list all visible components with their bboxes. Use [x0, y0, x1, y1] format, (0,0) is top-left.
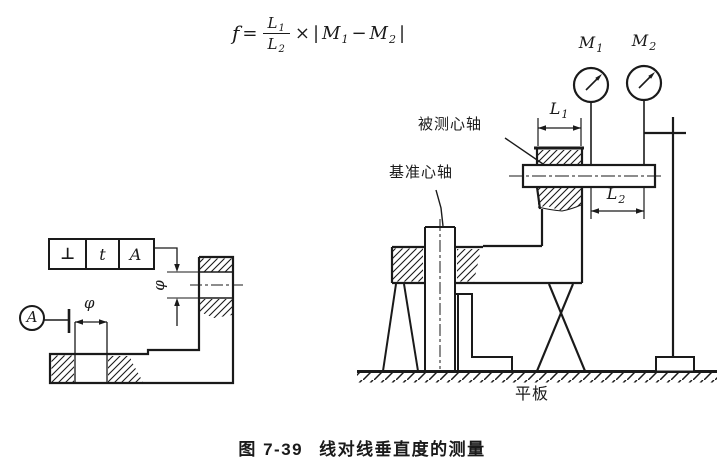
dial-indicator-1 [572, 66, 610, 165]
datum-reference: A [129, 244, 142, 264]
formula-abs-close: | [398, 22, 406, 44]
formula-m2: M [369, 22, 388, 44]
datum-indicator [19, 305, 71, 333]
part-body [390, 187, 584, 285]
label-leaders [435, 137, 544, 227]
formula-denominator-sub: 2 [278, 43, 285, 55]
dimension-l2-label: L2 [606, 184, 626, 206]
upper-hub [534, 146, 584, 212]
surface-plate-label: 平板 [515, 386, 550, 403]
datum-mandrel-label: 基准心轴 [389, 164, 454, 181]
upper-hole-edges [167, 271, 243, 299]
figure-caption: 图 7-39 线对线垂直度的测量 [0, 435, 724, 460]
figure-number: 图 7-39 [238, 440, 304, 459]
tolerance-value: t [87, 240, 120, 268]
formula-abs-open: | [312, 22, 320, 44]
dial-indicator-2 [625, 64, 663, 165]
formula-minus: − [351, 22, 367, 44]
figure-title: 线对线垂直度的测量 [319, 440, 486, 459]
phi-symbol-vertical-hole: φ [84, 294, 95, 312]
indicator-stand [644, 117, 695, 373]
indicator-m2-label: M2 [631, 31, 657, 53]
left-part-outline [48, 255, 235, 385]
formula: f = L1 L2 × | M 1 − M 2 | [232, 13, 406, 55]
formula-denominator: L [267, 34, 278, 53]
step-block [455, 293, 513, 371]
formula-fraction: L1 L2 [262, 13, 290, 55]
surface-plate [357, 370, 717, 383]
left-part-hatching [51, 258, 232, 382]
formula-numerator: L [267, 13, 278, 32]
v-block-support [382, 283, 419, 372]
indicator-m1-label: M1 [578, 33, 604, 55]
phi-symbol-horizontal-hole: φ [149, 280, 168, 291]
datum-circle-letter: A [26, 308, 38, 326]
perpendicularity-symbol: ⊥ [50, 240, 87, 268]
jack-support [535, 283, 587, 372]
formula-m1: M [322, 22, 341, 44]
dimension-l1 [537, 118, 582, 146]
tolerance-frame-leader [155, 247, 180, 326]
lower-hole-dimension [75, 319, 107, 325]
formula-times: × [294, 22, 310, 44]
lower-hole-edges [74, 322, 108, 383]
feature-control-frame: ⊥ t A [48, 238, 155, 270]
dimension-l2 [590, 188, 645, 219]
dimension-l1-label: L1 [549, 99, 569, 121]
datum-mandrel [424, 219, 456, 371]
measured-mandrel-label: 被测心轴 [418, 116, 483, 133]
formula-equals: = [242, 22, 258, 44]
part-body-hatching [393, 248, 481, 282]
formula-f: f [232, 21, 240, 45]
formula-numerator-sub: 1 [278, 22, 285, 34]
measured-shaft [509, 163, 663, 189]
